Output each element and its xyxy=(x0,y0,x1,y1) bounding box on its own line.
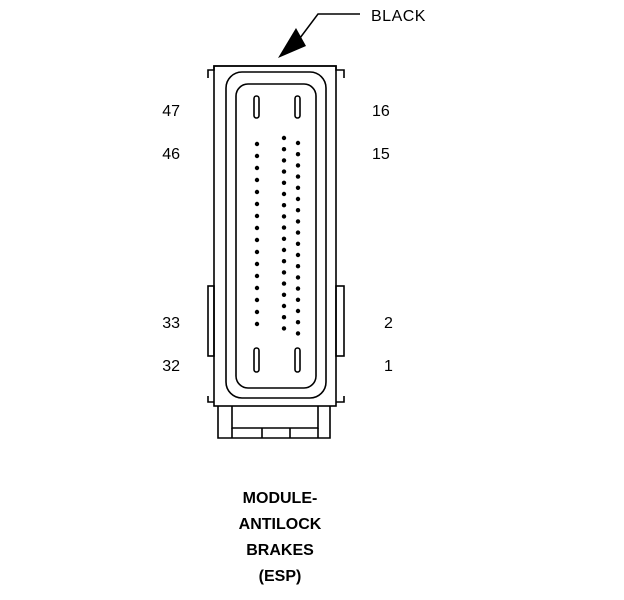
pin-cavity xyxy=(254,249,260,255)
pin-cavity xyxy=(295,185,301,190)
pin-cavity xyxy=(281,147,287,152)
pin-cavity xyxy=(295,275,301,280)
pin-cavity xyxy=(295,320,301,325)
pin-cavity xyxy=(281,292,287,297)
pin-cavity xyxy=(295,252,301,258)
connector-face-inner xyxy=(235,83,317,389)
pin-cavity xyxy=(254,273,260,279)
pin-label-33: 33 xyxy=(162,315,180,332)
pin-cavity xyxy=(295,297,301,302)
pin-cavity xyxy=(295,241,301,246)
caption-line-4: (ESP) xyxy=(258,568,302,585)
pin-label-15: 15 xyxy=(372,146,390,163)
color-leader xyxy=(299,13,360,39)
pin-cavity xyxy=(254,141,260,147)
pin-cavity xyxy=(281,281,287,286)
pin-cavity xyxy=(281,169,287,174)
pin-cavity xyxy=(254,153,260,159)
pin-cavity xyxy=(281,315,287,320)
pin-cavity xyxy=(281,247,287,253)
pin-cavity xyxy=(295,230,301,235)
connector-shell xyxy=(207,65,345,439)
connector-keys xyxy=(253,95,301,373)
pin-cavity xyxy=(254,285,260,291)
pin-label-16: 16 xyxy=(372,103,390,120)
pin-cavity xyxy=(281,191,287,197)
pin-cavity xyxy=(281,326,287,331)
pin-cavity xyxy=(281,203,287,208)
connector-face-outer xyxy=(225,71,327,399)
pin-cavities xyxy=(254,135,301,336)
pin-cavity xyxy=(295,140,301,146)
pin-cavity xyxy=(295,196,301,202)
pin-label-47: 47 xyxy=(162,103,180,120)
pin-cavity xyxy=(254,189,260,195)
pin-label-1: 1 xyxy=(384,358,393,375)
leader-arrowhead xyxy=(278,28,306,58)
pin-cavity xyxy=(295,308,301,314)
pin-cavity xyxy=(281,158,287,163)
pin-cavity xyxy=(295,208,301,213)
pin-label-2: 2 xyxy=(384,315,393,332)
pin-cavity xyxy=(281,236,287,241)
pin-cavity xyxy=(281,180,287,185)
pin-cavity xyxy=(254,213,260,219)
pin-cavity xyxy=(281,270,287,275)
pin-cavity xyxy=(254,237,260,243)
pin-cavity xyxy=(254,165,260,171)
pin-cavity xyxy=(295,174,301,179)
pin-cavity xyxy=(281,214,287,219)
pin-cavity xyxy=(254,309,260,315)
pin-cavity xyxy=(254,261,260,267)
pin-cavity xyxy=(254,177,260,183)
pin-cavity xyxy=(295,163,301,168)
connector-caption: MODULE- ANTILOCK BRAKES (ESP) xyxy=(180,486,380,590)
pin-cavity xyxy=(295,264,301,269)
pin-cavity xyxy=(295,152,301,157)
caption-line-2: ANTILOCK xyxy=(238,516,322,533)
pin-cavity xyxy=(295,331,301,336)
connector-color-label: BLACK xyxy=(371,8,426,25)
pin-cavity xyxy=(281,225,287,230)
pin-cavity xyxy=(281,135,287,141)
pin-cavity xyxy=(254,297,260,303)
pin-cavity xyxy=(254,321,260,327)
pin-cavity xyxy=(254,201,260,207)
pin-cavity xyxy=(254,225,260,231)
caption-line-3: BRAKES xyxy=(246,542,314,559)
pin-cavity xyxy=(295,219,301,224)
pin-label-32: 32 xyxy=(162,358,180,375)
pin-label-46: 46 xyxy=(162,146,180,163)
pin-cavity xyxy=(295,286,301,291)
pin-cavity xyxy=(281,303,287,309)
caption-line-1: MODULE- xyxy=(242,490,318,507)
pin-cavity xyxy=(281,259,287,264)
